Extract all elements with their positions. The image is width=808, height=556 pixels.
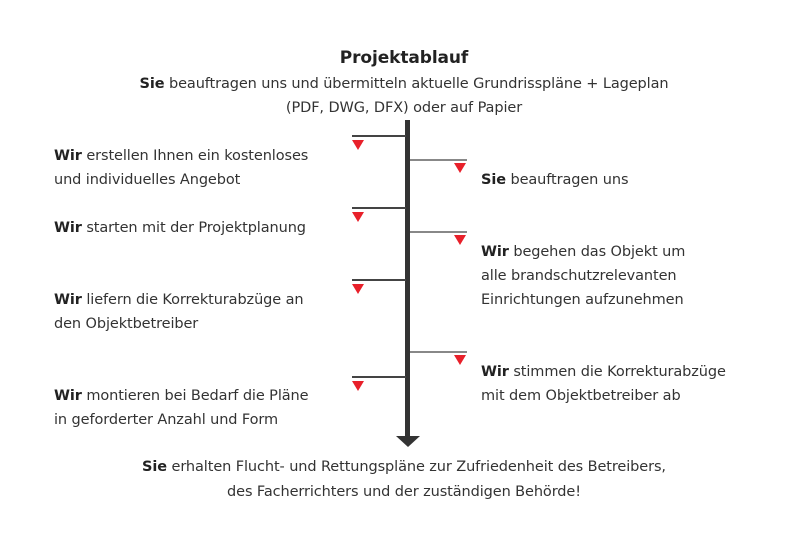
timeline-axis [405,120,410,438]
left-tick-4 [352,376,406,378]
outro-line-2: des Facherrichters und der zuständigen B… [227,484,581,500]
left-tick-3 [352,279,406,281]
marker-triangle-icon [352,381,364,391]
right-tick-2 [410,231,467,233]
intro-line-2: (PDF, DWG, DFX) oder auf Papier [285,100,523,116]
marker-triangle-icon [352,284,364,294]
right-tick-3 [410,351,467,353]
marker-triangle-icon [352,140,364,150]
left-step-2: Wir starten mit der Projektplanung [54,220,306,236]
marker-triangle-icon [454,355,466,365]
intro-line-1: Sie beauftragen uns und übermitteln aktu… [139,76,669,92]
outro-line-1: Sie erhalten Flucht- und Rettungspläne z… [142,459,666,475]
left-tick-1 [352,135,406,137]
right-step-1: Sie beauftragen uns [481,172,629,188]
marker-triangle-icon [454,235,466,245]
timeline-arrow-icon [396,436,420,447]
marker-triangle-icon [352,212,364,222]
marker-triangle-icon [454,163,466,173]
diagram-title: Projektablauf [339,48,469,68]
left-tick-2 [352,207,406,209]
right-tick-1 [410,159,467,161]
